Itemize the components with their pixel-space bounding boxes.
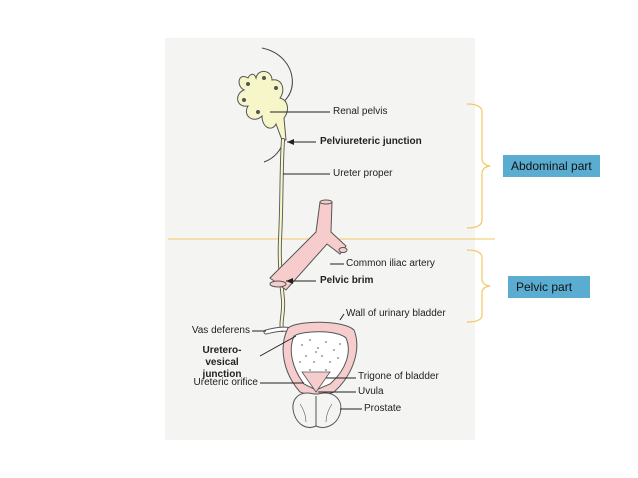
abdominal-part-tag: Abdominal part <box>503 155 600 177</box>
label-pelvic-brim: Pelvic brim <box>320 275 374 286</box>
label-trigone-of-bladder: Trigone of bladder <box>358 371 439 382</box>
trigone-shape <box>301 371 331 393</box>
bladder-mucosa-dots <box>299 339 341 371</box>
label-uvula: Uvula <box>358 386 384 397</box>
label-ureteric-orifice: Ureteric orifice <box>193 377 258 388</box>
label-ureter-proper: Ureter proper <box>333 168 393 179</box>
abdominal-bracket <box>466 103 491 229</box>
label-common-iliac-artery: Common iliac artery <box>346 258 435 269</box>
label-prostate: Prostate <box>364 403 402 414</box>
label-pelviureteric-junction: Pelviureteric junction <box>320 136 422 147</box>
label-vas-deferens: Vas deferens <box>191 325 250 336</box>
arrowheads <box>286 139 294 284</box>
label-wall-of-urinary-bladder: Wall of urinary bladder <box>346 308 446 319</box>
calyx-dots <box>242 76 278 114</box>
label-renal-pelvis: Renal pelvis <box>333 106 388 117</box>
label-uretero-vesical-junction: Uretero-vesical junction <box>202 345 242 380</box>
prostate-shape <box>292 392 342 428</box>
renal-pelvis-shape <box>237 71 288 141</box>
common-iliac-artery-shape <box>269 199 348 291</box>
pelvic-bracket <box>466 249 491 323</box>
leader-lines <box>252 111 362 410</box>
pelvic-part-tag: Pelvic part <box>508 276 590 298</box>
ureter-fill <box>278 138 285 332</box>
